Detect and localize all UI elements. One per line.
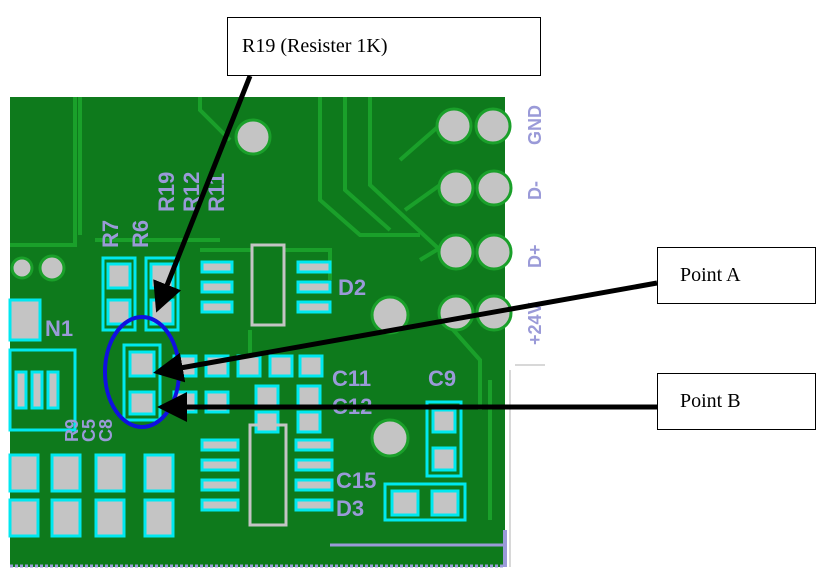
silk-c9: C9 (428, 366, 456, 391)
callout-point-a: Point A (657, 247, 816, 304)
callout-arrows (153, 75, 658, 422)
silk-c8: C8 (96, 419, 116, 442)
silk-r9: R9 (62, 419, 82, 442)
pcb-board (10, 97, 545, 568)
silk-d-minus: D- (525, 181, 545, 200)
silk-r7: R7 (98, 220, 123, 248)
silk-d-plus: D+ (525, 244, 545, 268)
callout-point-a-label: Point A (680, 264, 741, 286)
pcb-traces (10, 97, 505, 547)
through-hole-pads (10, 107, 513, 458)
silk-gnd: GND (525, 105, 545, 145)
arrow-r19 (153, 75, 253, 313)
callout-point-b-label: Point B (680, 390, 741, 412)
silk-n1: N1 (45, 316, 73, 341)
silk-r6: R6 (128, 220, 153, 248)
callout-r19-resistor: R19 (Resister 1K) (227, 17, 541, 76)
silk-c11: C11 (332, 366, 371, 391)
silk-c5: C5 (79, 419, 99, 442)
callout-r19-label: R19 (Resister 1K) (242, 35, 388, 57)
callout-point-b: Point B (657, 373, 816, 430)
silk-24v: +24V (525, 302, 545, 345)
silk-d2: D2 (338, 275, 366, 300)
silk-r19: R19 (154, 172, 179, 212)
silk-d3: D3 (336, 496, 364, 521)
silkscreen-labels: R7 R6 R19 R12 R11 N1 D2 C11 C12 C9 C15 D… (45, 105, 545, 521)
arrow-point-a (153, 280, 658, 383)
silk-c15: C15 (336, 468, 376, 493)
